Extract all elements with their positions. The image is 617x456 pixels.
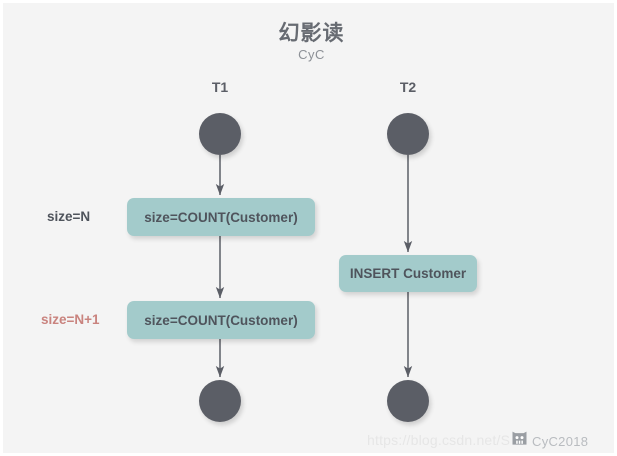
- activity-box-insert: INSERT Customer: [339, 255, 477, 292]
- page-title: 幻影读: [278, 22, 345, 45]
- start-node-t2: [387, 113, 429, 155]
- watermark-badge-text: CyC2018: [532, 433, 589, 449]
- annotation-size-n: size=N: [47, 209, 91, 224]
- annotation-size-n-plus-1: size=N+1: [41, 312, 100, 327]
- end-node-t2: [387, 380, 429, 422]
- page-subtitle: CyC: [298, 47, 325, 62]
- watermark-url: https://blog.csdn.net/S: [367, 432, 511, 448]
- column-header-t2: T2: [399, 79, 417, 95]
- activity-box-count-first: size=COUNT(Customer): [127, 198, 315, 236]
- end-node-t1: [199, 380, 241, 422]
- cat-icon: [511, 431, 528, 451]
- column-header-t1: T1: [211, 79, 229, 95]
- activity-box-count-second: size=COUNT(Customer): [127, 301, 315, 339]
- start-node-t1: [199, 113, 241, 155]
- watermark-badge: CyC2018: [511, 431, 588, 451]
